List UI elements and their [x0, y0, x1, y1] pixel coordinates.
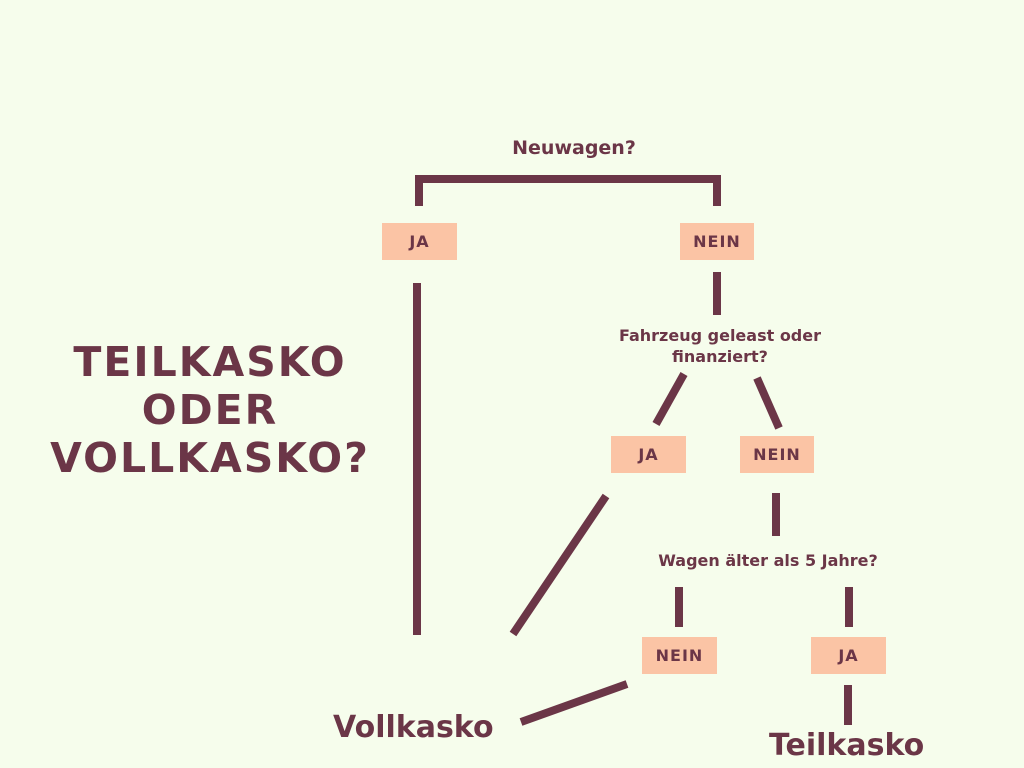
- result-vollkasko: Vollkasko: [333, 710, 494, 745]
- answer-neuwagen-ja: JA: [382, 223, 457, 260]
- question-neuwagen: Neuwagen?: [512, 137, 636, 159]
- connector-fahrzeug-ja-vollkasko: [509, 493, 610, 637]
- answer-alter-ja: JA: [811, 637, 886, 674]
- question-fahrzeug-line-2: finanziert?: [672, 347, 768, 366]
- title-line-1: TEILKASKO: [73, 338, 347, 386]
- answer-neuwagen-nein: NEIN: [680, 223, 754, 260]
- neuwagen-bracket: [415, 175, 721, 206]
- result-teilkasko: Teilkasko: [769, 728, 925, 763]
- connector-alter-nein-vollkasko: [519, 680, 629, 726]
- answer-fahrzeug-nein: NEIN: [740, 436, 814, 473]
- connector-fahrzeug-nein: [753, 376, 783, 430]
- connector-fahrzeug-ja: [652, 372, 688, 426]
- question-fahrzeug-line-1: Fahrzeug geleast oder: [618, 326, 821, 345]
- question-fahrzeug: Fahrzeug geleast oder finanziert?: [600, 325, 840, 367]
- question-wagen-alter: Wagen älter als 5 Jahre?: [658, 551, 878, 570]
- page-title: TEILKASKO ODER VOLLKASKO?: [30, 338, 390, 482]
- answer-alter-nein: NEIN: [642, 637, 717, 674]
- title-line-3: VOLLKASKO?: [50, 434, 370, 482]
- answer-fahrzeug-ja: JA: [611, 436, 686, 473]
- title-line-2: ODER: [141, 386, 279, 434]
